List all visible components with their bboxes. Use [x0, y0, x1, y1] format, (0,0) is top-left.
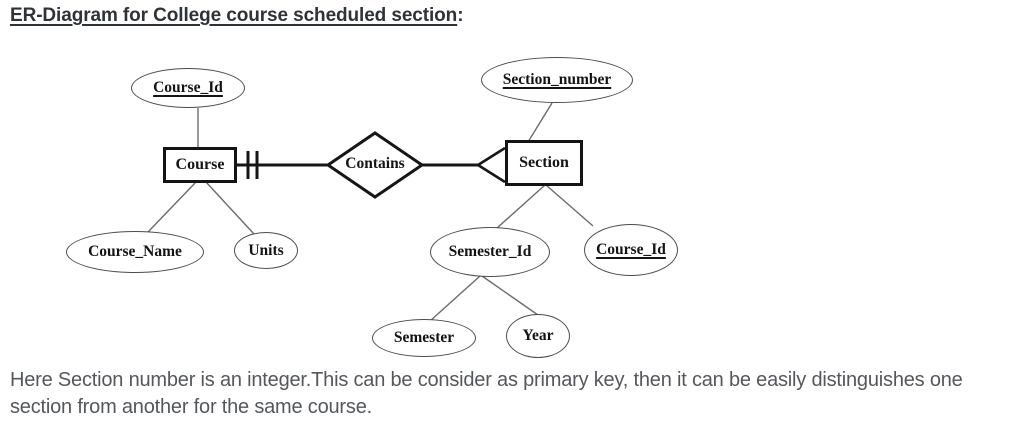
crowfoot-upper-arm — [477, 146, 506, 167]
attribute-semester-id-label: Semester_Id — [448, 243, 532, 260]
connector-course-coursename — [147, 181, 197, 233]
attribute-course-id-fk: Course_Id — [584, 224, 678, 276]
note-line-1: Here Section number is an integer.This c… — [10, 369, 963, 391]
attribute-connectors — [147, 102, 594, 322]
relationship-contains-label: Contains — [345, 155, 405, 172]
cardinality-many-crowfoot-icon — [477, 146, 506, 184]
note-paragraph: Here Section number is an integer.This c… — [10, 367, 1031, 421]
relationship-lines — [236, 151, 479, 179]
entity-section: Section — [505, 140, 583, 186]
attribute-course-id-label: Course_Id — [153, 79, 223, 96]
attribute-semester-label: Semester — [393, 329, 455, 346]
page-title: ER-Diagram for College course scheduled … — [10, 5, 464, 27]
page-title-colon: : — [457, 5, 464, 26]
connector-course-units — [205, 181, 255, 235]
attribute-units: Units — [234, 232, 298, 269]
entity-course: Course — [163, 147, 237, 183]
note-line-2: section from another for the same course… — [10, 396, 372, 418]
attribute-year: Year — [506, 314, 570, 358]
entity-course-label: Course — [175, 156, 225, 173]
attribute-units-label: Units — [248, 241, 284, 259]
page-title-text: ER-Diagram for College course scheduled … — [10, 5, 458, 26]
crowfoot-lower-arm — [477, 163, 506, 184]
attribute-semester: Semester — [372, 319, 476, 357]
entity-section-label: Section — [519, 154, 569, 171]
connector-semesterid-year — [481, 275, 539, 316]
attribute-section-number: Section_number — [481, 57, 633, 103]
connector-semesterid-semester — [429, 275, 481, 322]
relationship-diamond-shape — [325, 131, 425, 199]
relationship-contains: Contains — [328, 155, 422, 173]
attribute-course-id: Course_Id — [131, 68, 245, 108]
attribute-section-number-label: Section_number — [502, 71, 612, 88]
attribute-course-name: Course_Name — [66, 231, 204, 273]
attribute-semester-id: Semester_Id — [430, 227, 550, 277]
attribute-course-id-fk-label: Course_Id — [596, 241, 666, 258]
connector-section-courseid — [545, 184, 594, 227]
attribute-course-name-label: Course_Name — [88, 243, 182, 260]
attribute-year-label: Year — [522, 327, 554, 344]
connector-section-semesterid — [496, 184, 546, 229]
connector-sectionnumber-section — [527, 102, 553, 143]
